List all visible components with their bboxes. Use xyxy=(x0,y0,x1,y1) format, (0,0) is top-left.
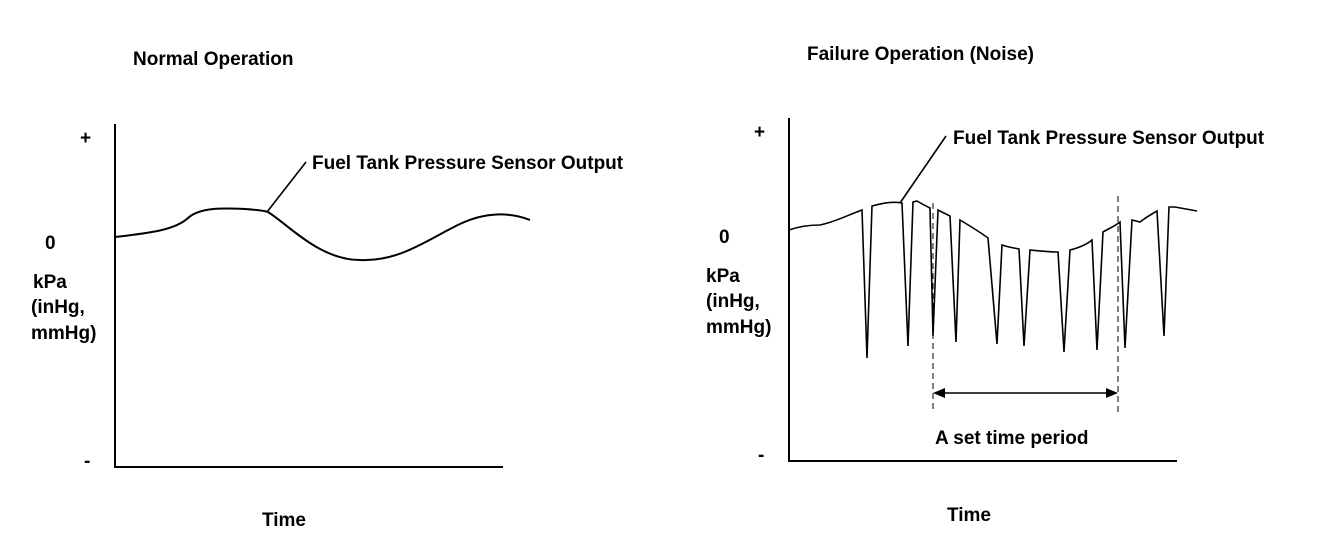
failure-operation-panel: Failure Operation (Noise) + 0 kPa (inHg,… xyxy=(706,44,1265,526)
axis-unit-line-1: kPa xyxy=(706,266,740,287)
failure-operation-title: Failure Operation (Noise) xyxy=(807,44,1034,65)
axis-unit-line-3: mmHg) xyxy=(31,323,96,344)
normal-operation-title: Normal Operation xyxy=(133,49,293,70)
axis-unit-line-2: (inHg, xyxy=(31,297,85,318)
sensor-output-curve xyxy=(114,207,531,262)
period-label: A set time period xyxy=(935,428,1088,449)
curve-label: Fuel Tank Pressure Sensor Output xyxy=(953,128,1265,149)
noisy-sensor-output-curve xyxy=(788,200,1198,359)
axis-minus-label: - xyxy=(84,451,90,472)
normal-operation-panel: Normal Operation + 0 kPa (inHg, mmHg) - … xyxy=(31,49,624,531)
x-axis-label: Time xyxy=(947,505,991,526)
axis-plus-label: + xyxy=(80,128,91,149)
axis-zero-label: 0 xyxy=(45,233,56,254)
curve-label-leader xyxy=(899,135,947,204)
axis-unit-line-3: mmHg) xyxy=(706,317,771,338)
axis-unit-line-1: kPa xyxy=(33,272,67,293)
period-arrow-right-head xyxy=(1106,388,1118,398)
period-arrow-left-head xyxy=(933,388,945,398)
axis-minus-label: - xyxy=(758,445,764,466)
curve-label-leader xyxy=(266,161,307,213)
axis-unit-line-2: (inHg, xyxy=(706,291,760,312)
x-axis-label: Time xyxy=(262,510,306,531)
curve-label: Fuel Tank Pressure Sensor Output xyxy=(312,153,624,174)
axis-zero-label: 0 xyxy=(719,227,730,248)
axis-plus-label: + xyxy=(754,122,765,143)
